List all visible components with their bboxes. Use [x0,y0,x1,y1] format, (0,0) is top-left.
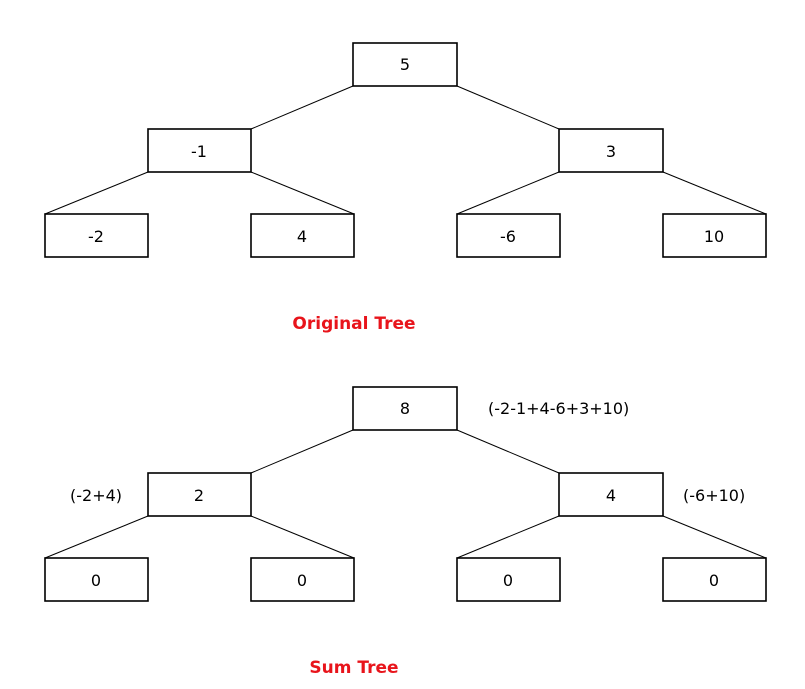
tree-node-root: 8 [352,386,458,431]
edge-left-leftleft [44,171,149,215]
edge-left-leftright [250,171,355,215]
node-value: 5 [400,55,410,74]
edge-root-right [456,85,560,130]
edge-right-rightright [662,515,767,559]
edge-root-right [456,429,560,474]
root-sum-note: (-2-1+4-6+3+10) [488,399,629,418]
edge-left-leftright [250,515,355,559]
edge-right-rightright [662,171,767,215]
tree-node-left-right: 0 [250,557,355,602]
tree-node-left-right: 4 [250,213,355,258]
node-value: -1 [191,142,207,161]
edge-right-rightleft [456,171,560,215]
tree-node-left: -1 [147,128,252,173]
original-tree-nodes: 5 -1 3 -2 4 -6 10 [44,42,767,258]
tree-node-right-right: 10 [662,213,767,258]
edge-root-left [250,85,354,130]
right-sum-note: (-6+10) [683,486,745,505]
edge-root-left [250,429,354,474]
node-value: -6 [500,227,516,246]
edge-right-rightleft [456,515,560,559]
node-value: 3 [606,142,616,161]
tree-node-left-left: 0 [44,557,149,602]
node-value: 0 [297,571,307,590]
tree-node-right-right: 0 [662,557,767,602]
sum-tree-caption: Sum Tree [309,658,398,678]
tree-node-left-left: -2 [44,213,149,258]
tree-node-right-left: -6 [456,213,561,258]
node-value: -2 [88,227,104,246]
sum-tree-nodes: 8 2 4 0 0 0 0 [44,386,767,602]
tree-node-right-left: 0 [456,557,561,602]
node-value: 2 [194,486,204,505]
tree-node-root: 5 [352,42,458,87]
original-tree-caption: Original Tree [292,314,415,334]
node-value: 0 [91,571,101,590]
node-value: 0 [709,571,719,590]
tree-node-right: 4 [558,472,664,517]
tree-node-right: 3 [558,128,664,173]
node-value: 4 [606,486,616,505]
tree-node-left: 2 [147,472,252,517]
edge-left-leftleft [44,515,149,559]
original-tree-edges [44,85,767,215]
node-value: 4 [297,227,307,246]
node-value: 10 [704,227,724,246]
left-sum-note: (-2+4) [70,486,122,505]
sum-tree-edges [44,429,767,559]
node-value: 0 [503,571,513,590]
node-value: 8 [400,399,410,418]
